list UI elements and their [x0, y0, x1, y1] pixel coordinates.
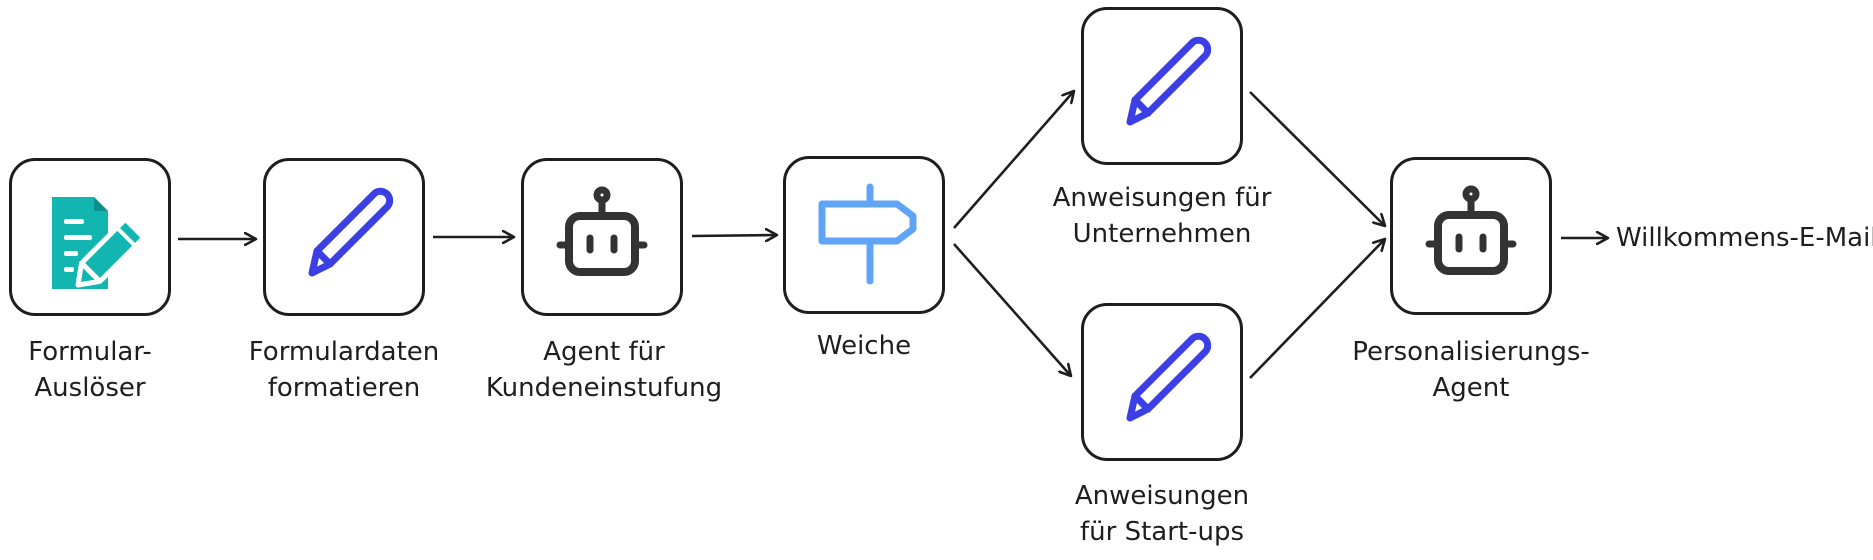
signpost-icon — [818, 183, 917, 285]
label-switch: Weiche — [816, 331, 912, 361]
label-classify-agent: Agent für Kundeneinstufung — [485, 337, 723, 403]
node-form-trigger[interactable] — [9, 158, 171, 316]
arrow-classify-to-switch — [691, 235, 777, 236]
pencil-icon — [1126, 36, 1212, 126]
pencil-icon — [308, 187, 394, 277]
robot-icon — [1425, 185, 1517, 275]
label-business-instructions: Anweisungen für Unternehmen — [1052, 183, 1272, 249]
robot-icon — [556, 186, 648, 276]
node-startup-instructions[interactable] — [1081, 303, 1243, 461]
arrow-switch-to-startup — [953, 243, 1071, 376]
label-personalize-agent: Personalisierungs- Agent — [1352, 337, 1590, 403]
output-welcome-email: Willkommens-E-Mail — [1616, 223, 1873, 253]
node-business-instructions[interactable] — [1081, 7, 1243, 165]
node-personalize-agent[interactable] — [1390, 157, 1552, 315]
node-switch[interactable] — [783, 156, 945, 314]
form-edit-icon — [52, 197, 146, 289]
pencil-icon — [1126, 332, 1212, 422]
label-startup-instructions: Anweisungen für Start-ups — [1074, 481, 1250, 547]
label-format-data: Formulardaten formatieren — [248, 337, 440, 403]
label-form-trigger: Formular- Auslöser — [28, 337, 152, 403]
node-format-data[interactable] — [263, 158, 425, 316]
node-classify-agent[interactable] — [521, 158, 683, 316]
